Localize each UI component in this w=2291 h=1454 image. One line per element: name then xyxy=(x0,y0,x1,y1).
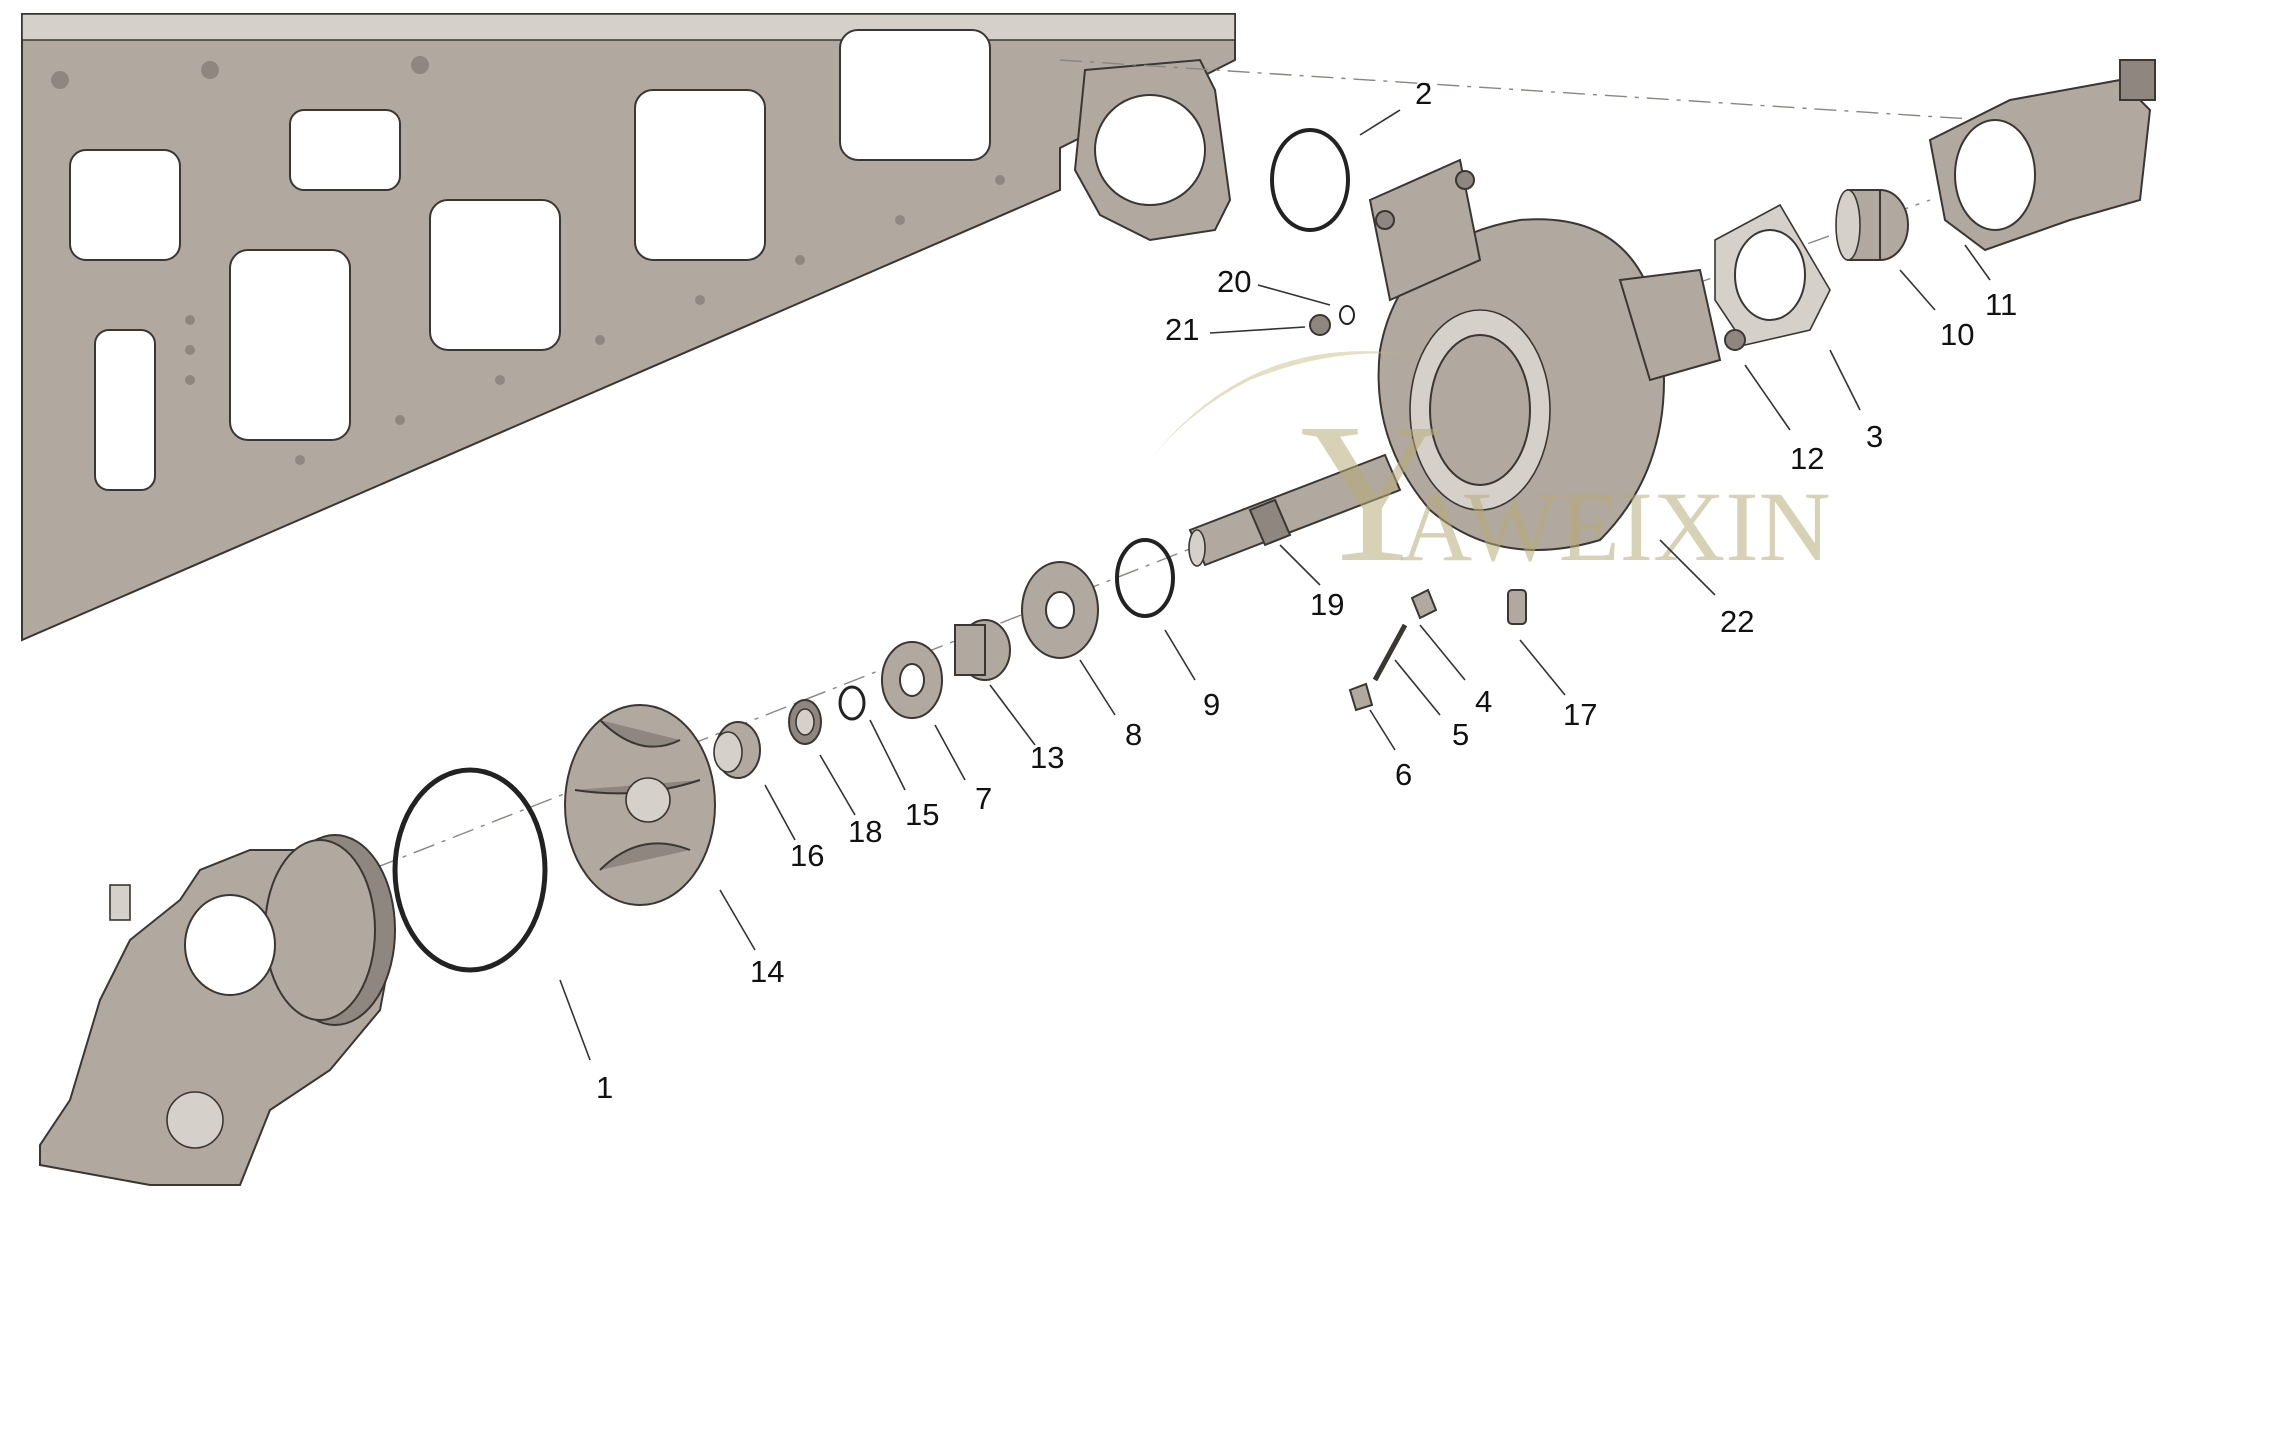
callout-16: 16 xyxy=(790,838,824,873)
callout-7: 7 xyxy=(975,781,992,816)
callouts: 1 2 3 4 5 6 7 8 9 10 11 12 13 14 15 16 1… xyxy=(596,76,2017,1105)
pin-5 xyxy=(1372,623,1408,682)
callout-19: 19 xyxy=(1310,587,1344,622)
plug-21 xyxy=(1309,314,1331,336)
watermark-text: AWEIXIN xyxy=(1400,471,1831,582)
callout-18: 18 xyxy=(848,814,882,849)
snap-ring-15 xyxy=(838,685,866,721)
bearing-8 xyxy=(1021,561,1099,659)
callout-12: 12 xyxy=(1790,441,1824,476)
seal-16 xyxy=(713,721,761,779)
callout-6: 6 xyxy=(1395,757,1412,792)
needle-bearing-10 xyxy=(1835,189,1909,261)
fitting-6 xyxy=(1348,682,1374,712)
callout-14: 14 xyxy=(750,954,784,989)
leader-lines xyxy=(559,109,1991,1061)
watermark-monogram: Y xyxy=(1300,383,1444,604)
callout-17: 17 xyxy=(1563,697,1597,732)
callout-10: 10 xyxy=(1940,317,1974,352)
callout-4: 4 xyxy=(1475,684,1492,719)
callout-20: 20 xyxy=(1217,264,1251,299)
washer-7 xyxy=(881,641,943,719)
inlet-elbow-housing xyxy=(39,834,397,1186)
callout-2: 2 xyxy=(1415,76,1432,111)
impeller xyxy=(564,704,716,906)
assembly-axis-upper xyxy=(1059,59,2141,131)
plug-17 xyxy=(1507,589,1527,625)
watermark: Y AWEIXIN xyxy=(1150,351,1831,604)
bushing-13 xyxy=(954,619,1011,681)
fitting-4 xyxy=(1410,588,1438,620)
callout-5: 5 xyxy=(1452,717,1469,752)
callout-1: 1 xyxy=(596,1070,613,1105)
seal-ring-20 xyxy=(1339,305,1355,325)
callout-22: 22 xyxy=(1720,604,1754,639)
callout-21: 21 xyxy=(1165,312,1199,347)
o-ring-upper xyxy=(1270,128,1350,232)
pump-shaft xyxy=(1188,453,1402,567)
callout-15: 15 xyxy=(905,797,939,832)
engine-block xyxy=(21,13,1236,642)
bearing-18 xyxy=(788,699,822,745)
o-ring-large xyxy=(392,767,548,973)
callout-8: 8 xyxy=(1125,717,1142,752)
callout-11: 11 xyxy=(1985,287,2017,322)
gasket-3 xyxy=(1714,203,1831,346)
volute-housing xyxy=(1368,158,1722,551)
callout-13: 13 xyxy=(1030,740,1064,775)
callout-9: 9 xyxy=(1203,687,1220,722)
plug-12 xyxy=(1724,329,1746,351)
drive-housing-11 xyxy=(1928,59,2156,252)
callout-3: 3 xyxy=(1866,419,1883,454)
circlip-9 xyxy=(1115,538,1175,618)
